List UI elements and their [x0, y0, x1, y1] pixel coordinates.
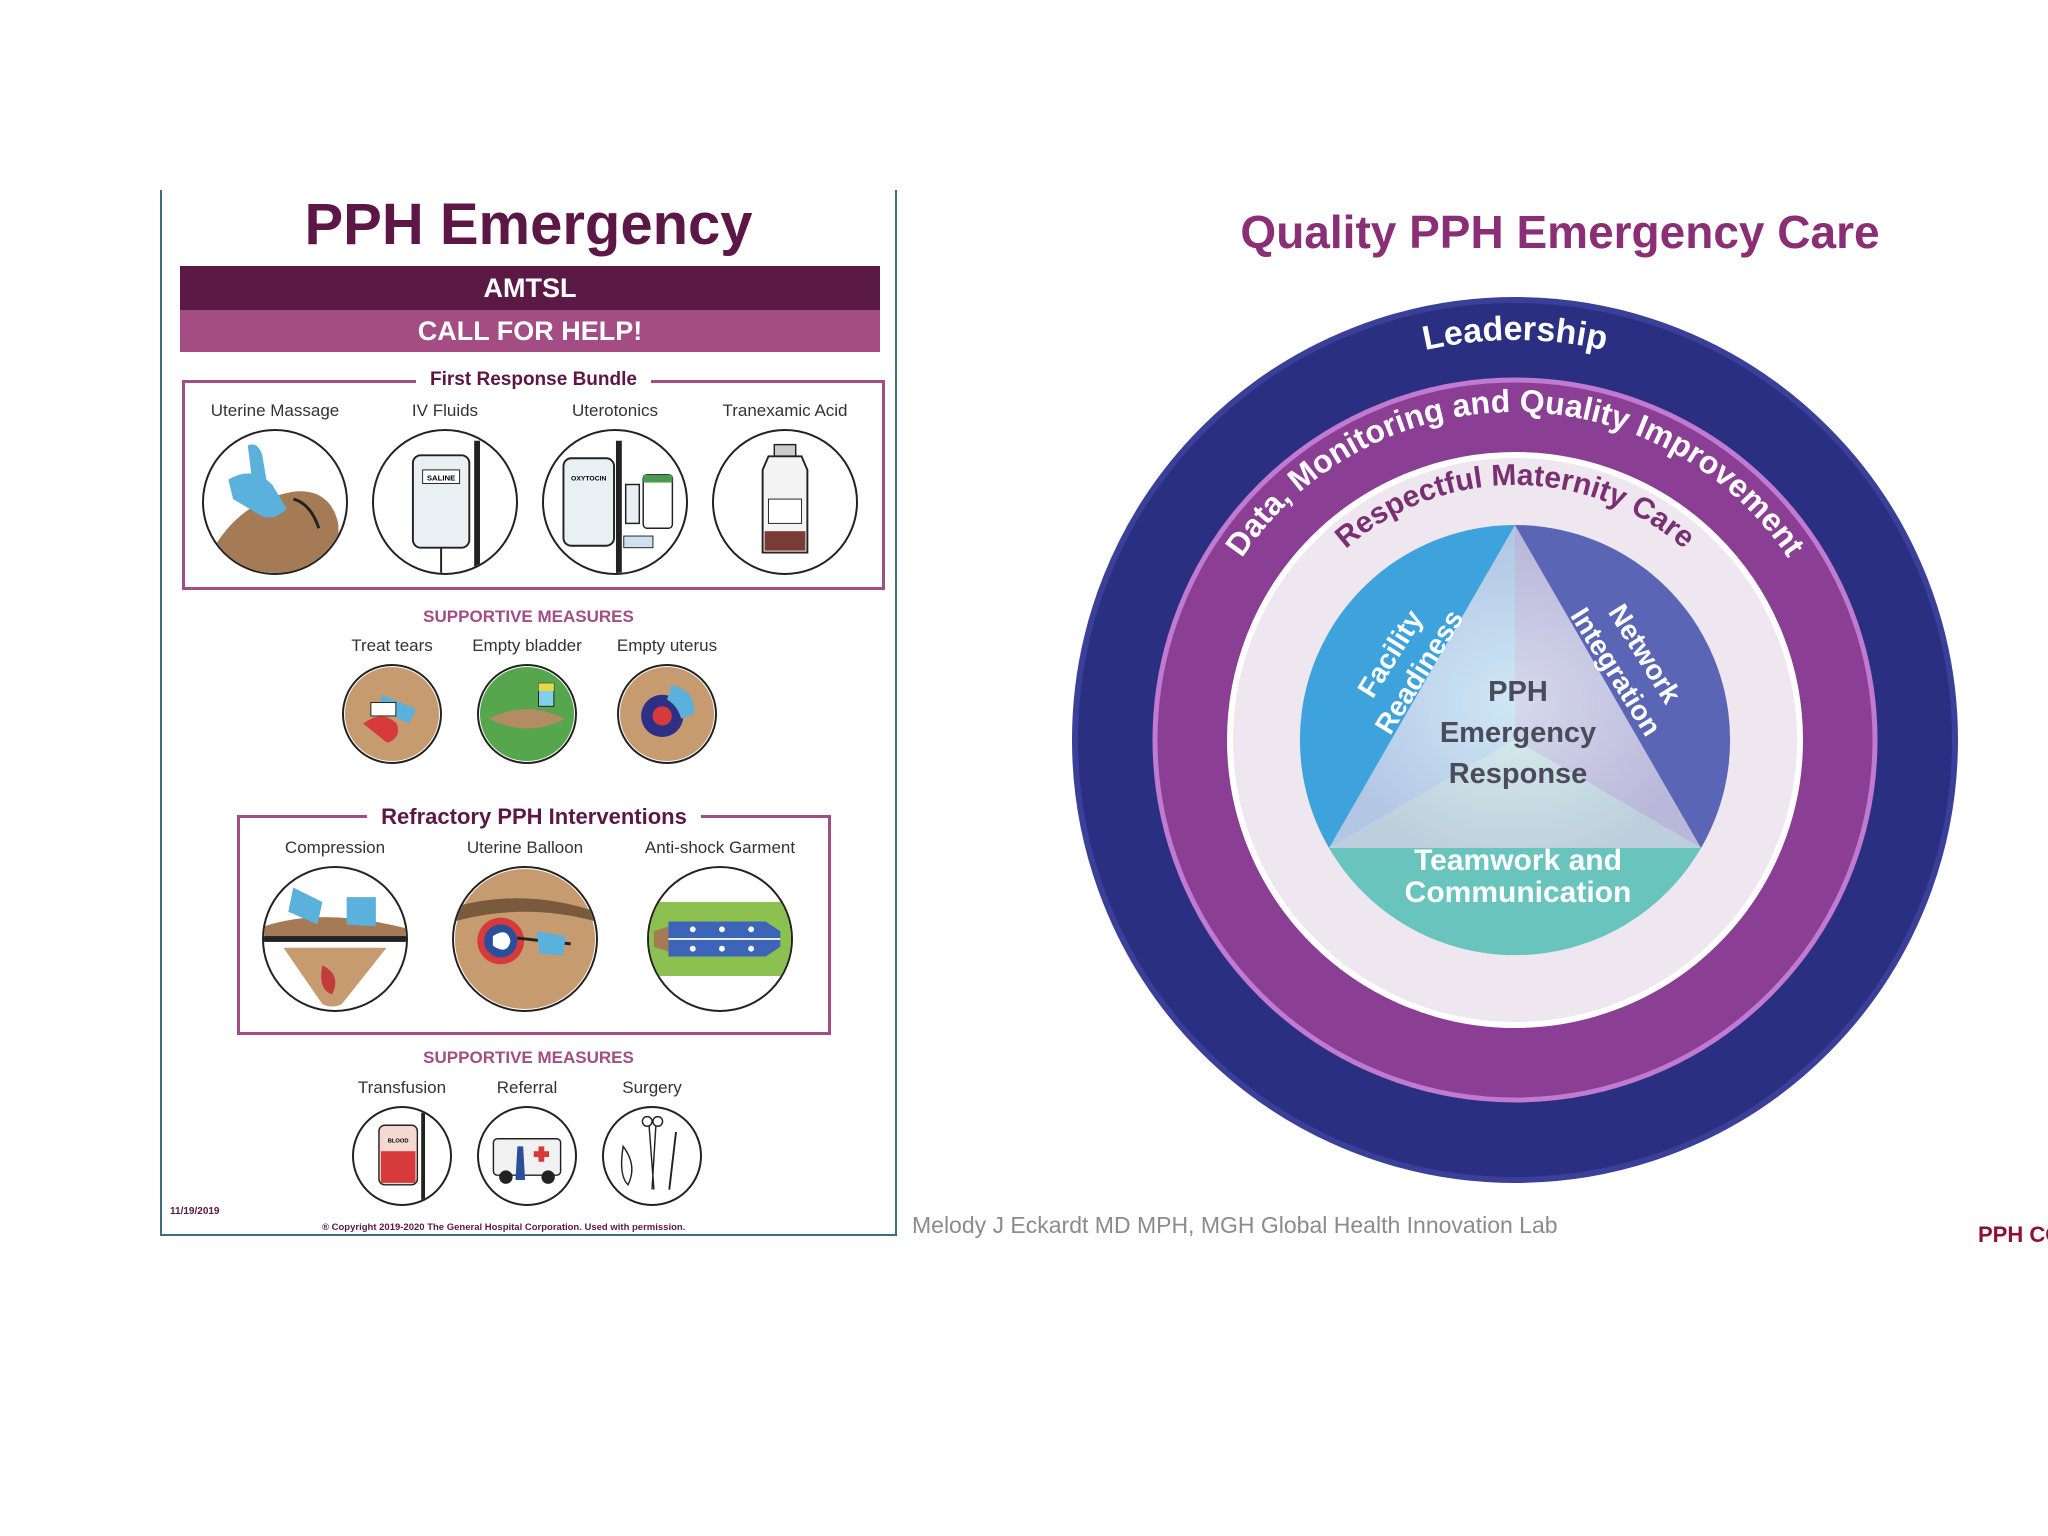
iv-fluids-item: IV Fluids SALINE — [370, 401, 520, 580]
tranexamic-acid-item: Tranexamic Acid — [710, 401, 860, 580]
surgery-label: Surgery — [622, 1078, 682, 1097]
center-label: PPH Emergency Response — [1440, 676, 1596, 790]
transfusion-label: Transfusion — [357, 1078, 447, 1097]
treat-tears-icon — [342, 664, 442, 764]
amtsl-bar: AMTSL — [180, 266, 880, 310]
refractory-heading: Refractory PPH Interventions — [367, 804, 701, 829]
referral-item: Referral — [472, 1078, 582, 1211]
first-response-bundle: First Response Bundle Uterine Massage IV… — [182, 369, 885, 590]
poster-copyright: ® Copyright 2019-2020 The General Hospit… — [322, 1222, 686, 1233]
surgical-tools-icon — [602, 1106, 702, 1206]
author-credit: Melody J Eckardt MD MPH, MGH Global Heal… — [912, 1212, 1558, 1238]
ambulance-icon — [477, 1106, 577, 1206]
uterine-balloon-label: Uterine Balloon — [466, 838, 584, 857]
empty-uterus-item: Empty uterus — [602, 636, 732, 769]
first-response-heading: First Response Bundle — [416, 369, 651, 390]
supportive-measures-heading-1: SUPPORTIVE MEASURES — [423, 607, 634, 626]
uterine-balloon-icon — [452, 866, 598, 1012]
call-for-help-bar: CALL FOR HELP! — [180, 310, 880, 352]
iv-bag-icon: SALINE — [372, 429, 518, 575]
tranexamic-acid-label: Tranexamic Acid — [722, 401, 848, 420]
refractory-interventions: Refractory PPH Interventions Compression… — [237, 804, 831, 1035]
uterotonics-icon: OXYTOCIN — [542, 429, 688, 575]
empty-uterus-icon — [617, 664, 717, 764]
treat-tears-item: Treat tears — [337, 636, 447, 769]
saline-label: SALINE — [427, 474, 455, 483]
anti-shock-garment-label: Anti-shock Garment — [644, 838, 796, 857]
compression-icon — [262, 866, 408, 1012]
compression-item: Compression — [250, 838, 420, 1017]
svg-text:Emergency: Emergency — [1440, 717, 1596, 749]
treat-tears-label: Treat tears — [351, 636, 433, 655]
oxytocin-label: OXYTOCIN — [571, 476, 606, 483]
svg-text:Teamwork and: Teamwork and — [1414, 844, 1622, 877]
svg-text:Communication: Communication — [1405, 876, 1632, 909]
svg-text:Response: Response — [1449, 758, 1588, 790]
uterine-massage-label: Uterine Massage — [210, 401, 340, 420]
empty-bladder-label: Empty bladder — [472, 636, 582, 655]
empty-uterus-label: Empty uterus — [616, 636, 718, 655]
corner-tag: PPH CO — [1978, 1222, 2048, 1247]
blood-label: BLOOD — [388, 1139, 409, 1145]
uterotonics-item: Uterotonics OXYTOCIN — [540, 401, 690, 580]
empty-bladder-item: Empty bladder — [462, 636, 592, 769]
referral-label: Referral — [496, 1078, 558, 1097]
svg-text:PPH: PPH — [1488, 676, 1548, 708]
uterine-massage-icon — [202, 429, 348, 575]
diagram-title: Quality PPH Emergency Care — [1240, 206, 1880, 258]
anti-shock-garment-item: Anti-shock Garment — [635, 838, 805, 1017]
compression-label: Compression — [284, 838, 386, 857]
anti-shock-garment-icon — [647, 866, 793, 1012]
iv-fluids-label: IV Fluids — [411, 401, 479, 420]
surgery-item: Surgery — [597, 1078, 707, 1211]
empty-bladder-icon — [477, 664, 577, 764]
blood-bag-icon: BLOOD — [352, 1106, 452, 1206]
poster-date: 11/19/2019 — [170, 1206, 220, 1217]
uterine-massage-item: Uterine Massage — [200, 401, 350, 580]
uterine-balloon-item: Uterine Balloon — [440, 838, 610, 1017]
transfusion-item: Transfusion BLOOD — [347, 1078, 457, 1211]
tranexamic-acid-bottle-icon — [712, 429, 858, 575]
uterotonics-label: Uterotonics — [572, 401, 658, 420]
teamwork-label: Teamwork and Communication — [1405, 844, 1632, 909]
pph-poster: PPH Emergency Response AMTSL CALL FOR HE… — [160, 190, 897, 1236]
quality-care-diagram: Leadership Data, Monitoring and Quality … — [1072, 297, 1958, 1183]
supportive-measures-heading-2: SUPPORTIVE MEASURES — [423, 1048, 634, 1067]
center-triangle — [1329, 525, 1701, 848]
